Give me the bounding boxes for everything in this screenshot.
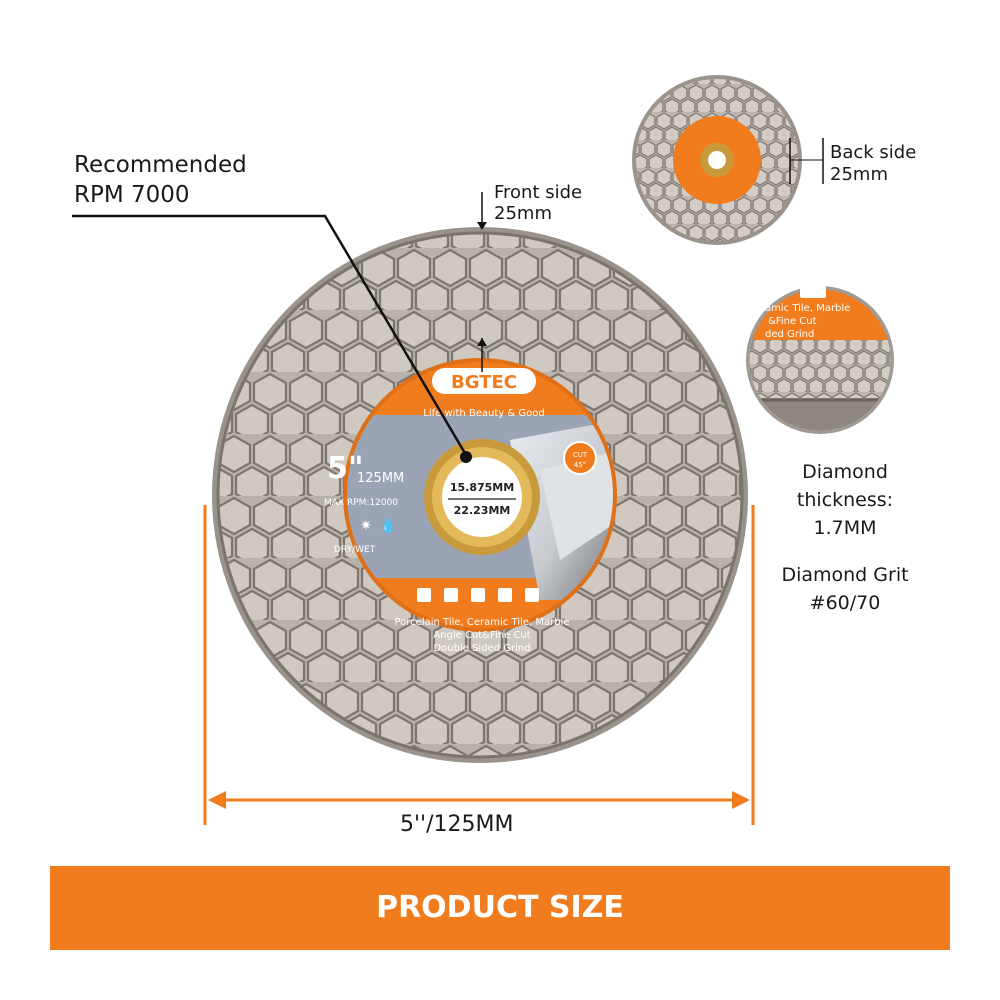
grit-line2: #60/70 (809, 592, 881, 614)
diameter-dimension (203, 505, 755, 825)
safety-icons (417, 588, 539, 602)
uses-line2: Angle Cut&Fine Cut (433, 630, 530, 641)
sun-icon: ✷ (360, 518, 372, 534)
banner-title: PRODUCT SIZE (376, 890, 624, 925)
front-side-label: Front side 25mm (494, 182, 582, 224)
front-side-line1: Front side (494, 182, 583, 203)
diameter-label: 5''/125MM (400, 812, 514, 837)
back-side-line1: Back side (830, 142, 917, 163)
water-drop-icon: 💧 (379, 517, 396, 534)
back-side-blade (632, 75, 824, 245)
diamond-grit-spec: Diamond Grit #60/70 (765, 561, 925, 617)
brand-text: BGTEC (451, 372, 517, 393)
product-size-banner: PRODUCT SIZE (50, 866, 950, 950)
tagline-text: Life with Beauty & Good (423, 408, 544, 419)
grit-line1: Diamond Grit (781, 564, 909, 586)
front-side-marker (477, 192, 487, 372)
inset-text-line3: ded Grind (765, 329, 814, 340)
front-side-line2: 25mm (494, 203, 552, 224)
detail-inset: amic Tile, Marble &Fine Cut ded Grind (746, 286, 894, 434)
bore-hole (442, 457, 522, 537)
bore2-text: 22.23MM (454, 504, 511, 517)
thickness-line3: 1.7MM (813, 517, 877, 539)
thickness-line2: thickness: (796, 489, 894, 511)
bore1-text: 15.875MM (450, 481, 514, 494)
inset-text-line1: amic Tile, Marble (765, 303, 850, 314)
main-blade: BGTEC Life with Beauty & Good 5" 125MM M… (212, 227, 748, 763)
rpm-leader-line (72, 214, 472, 463)
cut-badge (563, 441, 597, 475)
max-rpm-text: MAX RPM:12000 (324, 498, 398, 508)
svg-text:45°: 45° (574, 461, 586, 469)
svg-text:CUT: CUT (573, 451, 588, 459)
size-big-text: 5" (327, 451, 364, 486)
diamond-thickness-spec: Diamond thickness: 1.7MM (770, 458, 920, 542)
inset-text-line2: &Fine Cut (768, 316, 817, 327)
back-side-label: Back side 25mm (830, 142, 916, 186)
recommended-rpm-label: Recommended RPM 7000 (74, 150, 247, 210)
dry-wet-text: DRY/WET (334, 545, 376, 555)
thickness-line1: Diamond (802, 461, 888, 483)
uses-line1: Porcelain Tile, Ceramic Tile, Marble (395, 617, 570, 628)
size-mm-text: 125MM (357, 471, 404, 486)
recommended-line2: RPM 7000 (74, 182, 190, 208)
recommended-line1: Recommended (74, 152, 247, 178)
uses-line3: Double Sided Grind (433, 643, 530, 654)
back-side-line2: 25mm (830, 164, 888, 185)
brand-badge (432, 368, 536, 394)
